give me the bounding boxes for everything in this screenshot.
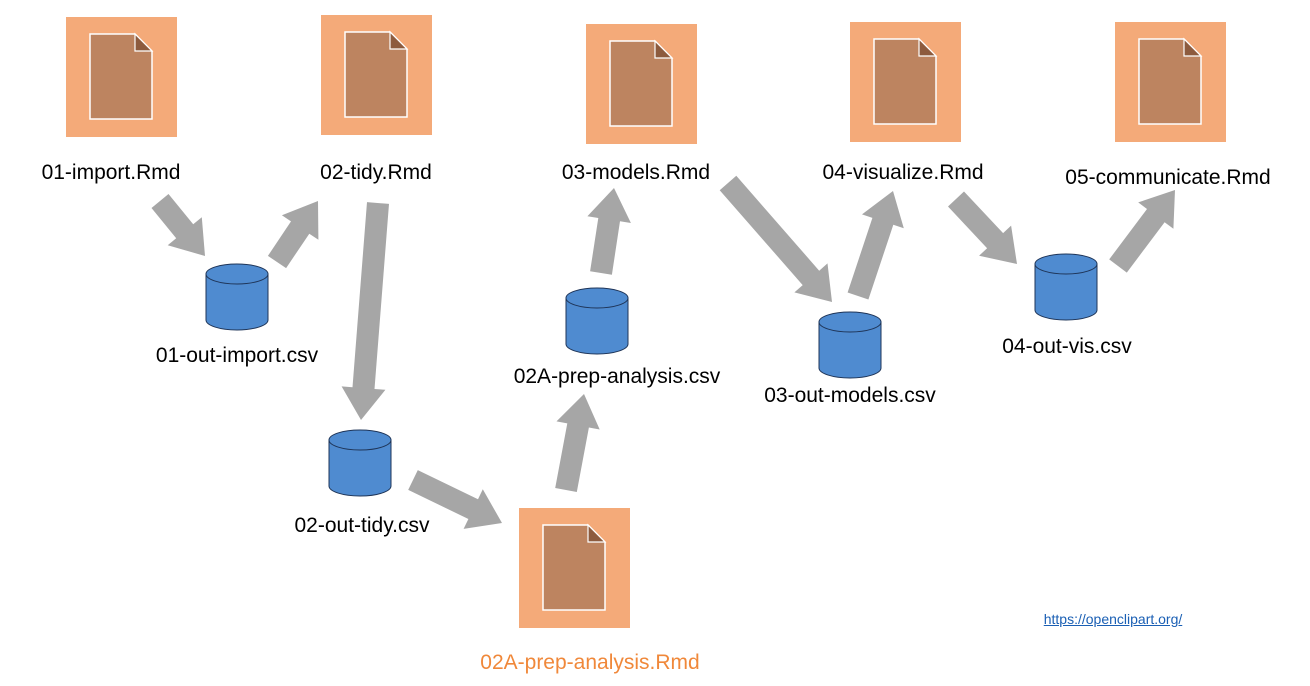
database-icon-prep-csv (565, 287, 629, 355)
flow-arrow-out-tidy-to-prep (408, 470, 502, 529)
flow-arrow-out-vis-to-communicate (1109, 190, 1175, 273)
datastore-label-out-tidy: 02-out-tidy.csv (294, 514, 430, 537)
document-icon-models (586, 24, 697, 144)
document-label-communicate: 05-communicate.Rmd (1065, 166, 1271, 189)
document-icon-communicate (1115, 22, 1226, 142)
datastore-label-out-vis: 04-out-vis.csv (1002, 335, 1132, 358)
flow-arrow-prep-to-prep-csv (555, 394, 600, 492)
document-label-models: 03-models.Rmd (561, 161, 711, 184)
flow-arrow-prep-csv-to-models (587, 188, 631, 275)
document-icon-visualize (850, 22, 961, 142)
document-label-visualize: 04-visualize.Rmd (822, 161, 984, 184)
datastore-label-prep-csv: 02A-prep-analysis.csv (513, 365, 721, 388)
flow-arrow-import-to-out-import (151, 194, 205, 256)
database-icon-out-vis (1034, 253, 1098, 321)
flow-arrow-tidy-to-out-tidy (341, 202, 389, 420)
openclipart-credit-link[interactable]: https://openclipart.org/ (1043, 611, 1183, 627)
flow-arrow-visualize-to-out-vis (948, 191, 1017, 264)
flow-arrow-models-to-out-models (719, 175, 832, 302)
flow-arrow-out-models-to-visualize (847, 191, 904, 300)
document-label-tidy: 02-tidy.Rmd (320, 161, 432, 184)
database-icon-out-models (818, 311, 882, 379)
datastore-label-out-models: 03-out-models.csv (764, 384, 936, 407)
document-icon-prep (519, 508, 630, 628)
flow-arrow-out-import-to-tidy (267, 201, 319, 269)
document-label-import: 01-import.Rmd (41, 161, 181, 184)
datastore-label-out-import: 01-out-import.csv (155, 344, 319, 367)
database-icon-out-import (205, 263, 269, 331)
document-icon-tidy (321, 15, 432, 135)
database-icon-out-tidy (328, 429, 392, 497)
document-label-prep: 02A-prep-analysis.Rmd (480, 651, 700, 674)
document-icon-import (66, 17, 177, 137)
